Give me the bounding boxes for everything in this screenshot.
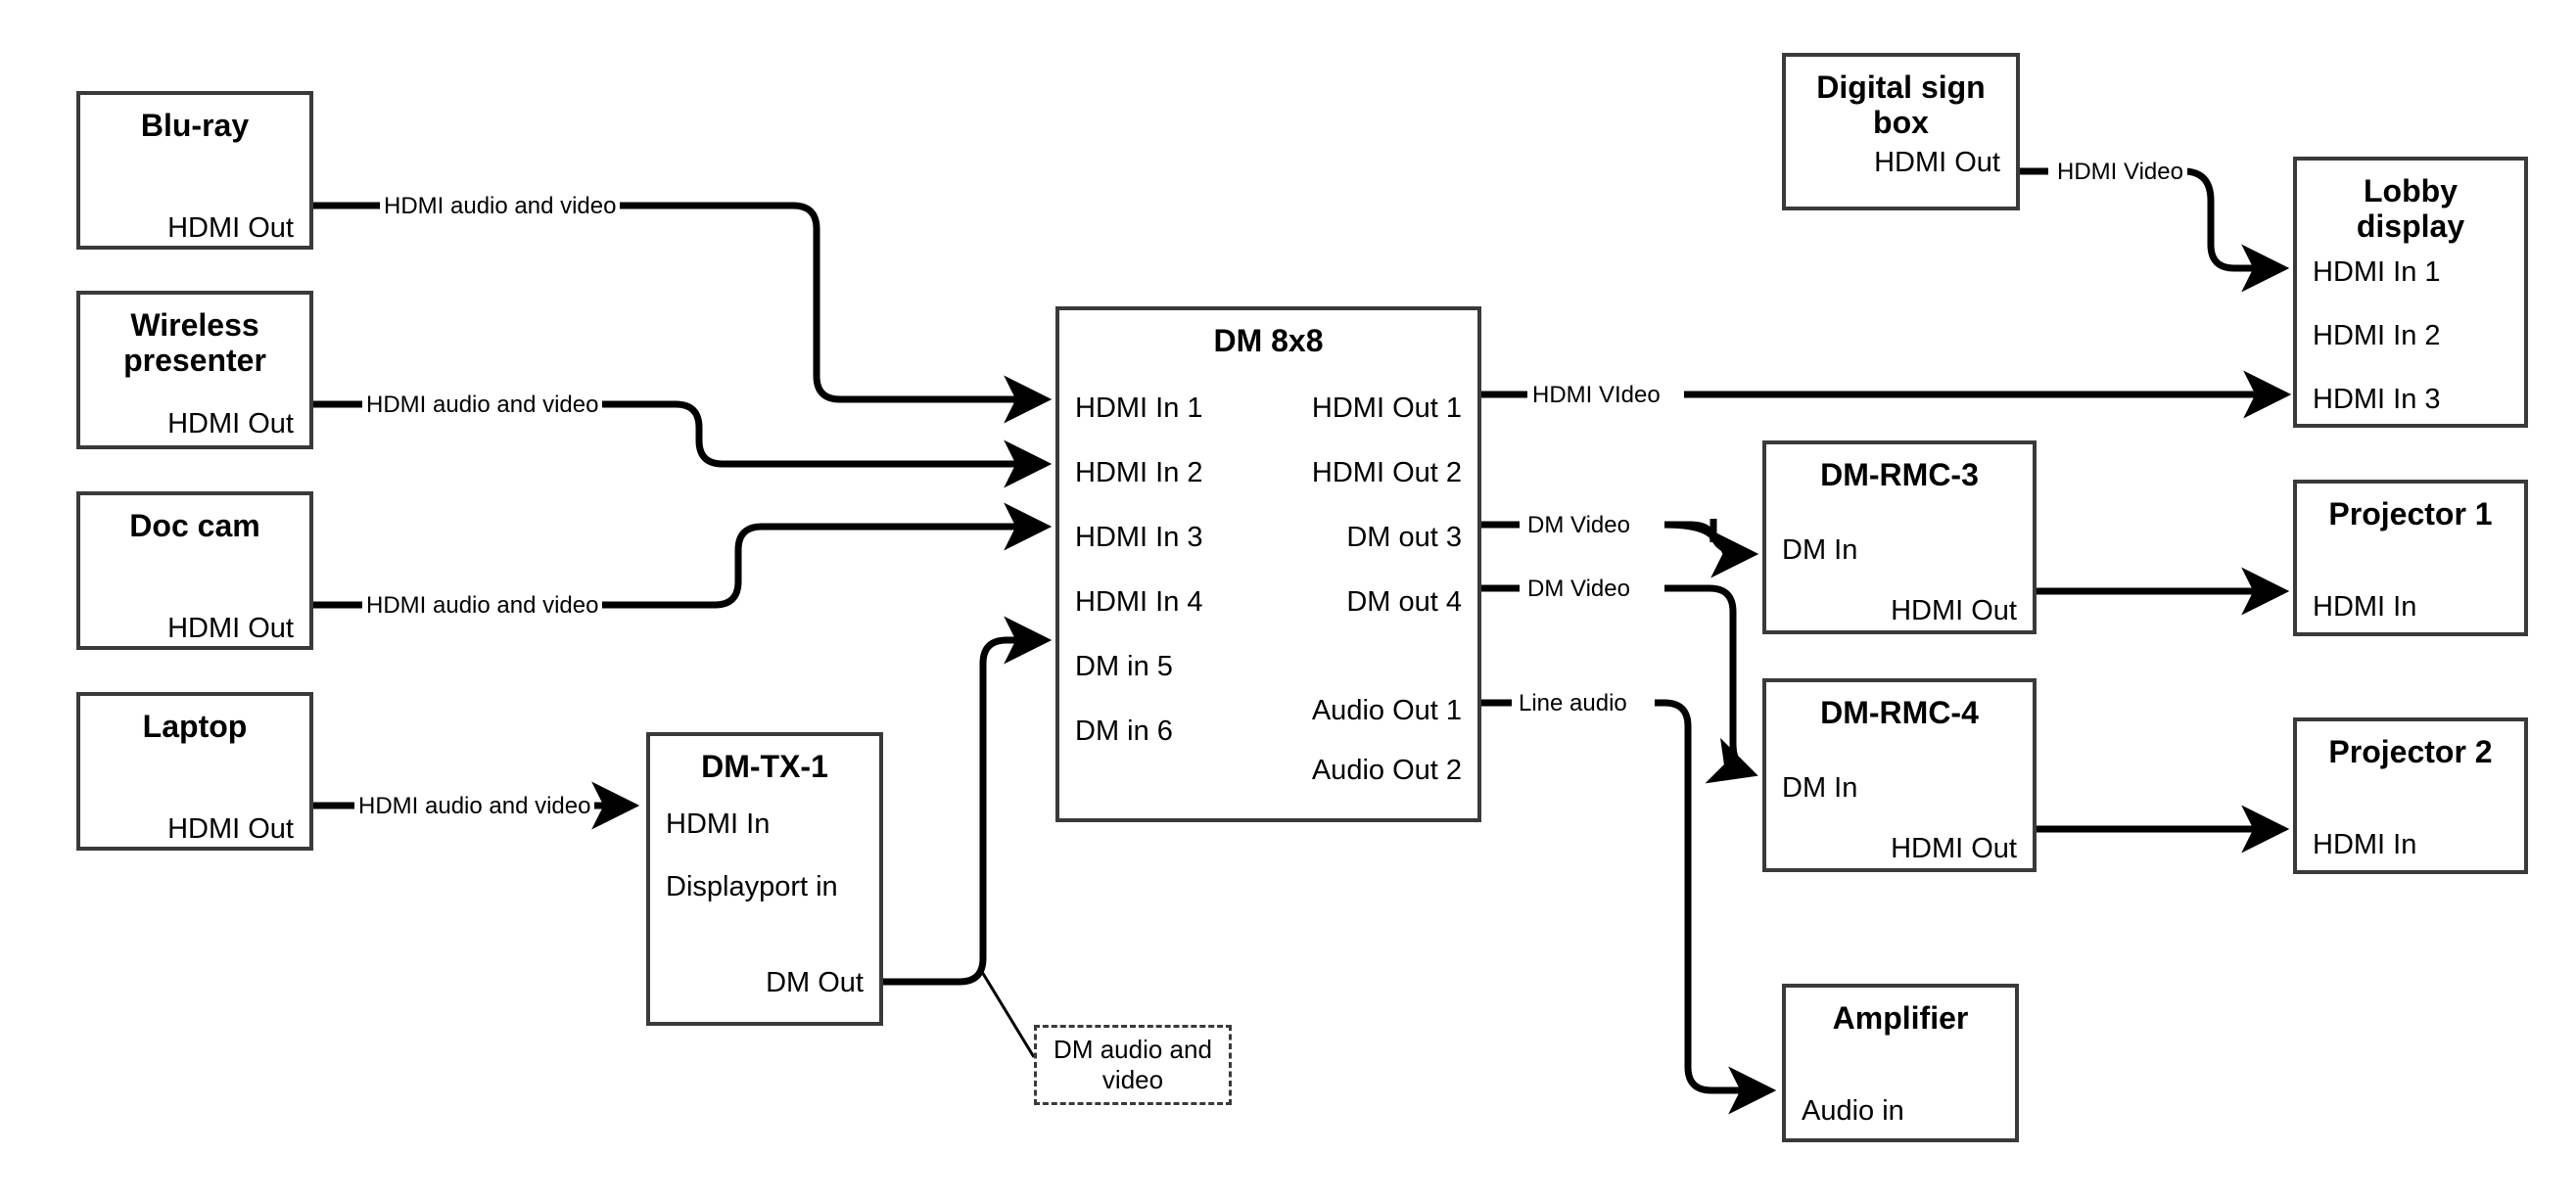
node-wireless-presenter[interactable]: Wireless presenter HDMI Out: [76, 291, 313, 449]
node-bluray-title: Blu-ray: [140, 108, 250, 143]
edge-label-dm-audio-to-amp: Line audio: [1515, 691, 1631, 716]
edge-label-wireless-to-dm: HDMI audio and video: [362, 393, 603, 418]
port-dm8x8-hdmi-out-1[interactable]: HDMI Out 1: [1311, 392, 1462, 424]
port-dm8x8-hdmi-in-3[interactable]: HDMI In 3: [1075, 521, 1203, 553]
node-wireless-presenter-ports: HDMI Out: [80, 379, 309, 445]
port-projector1-hdmi-in[interactable]: HDMI In: [2313, 590, 2417, 623]
port-lobby-hdmi-in-3[interactable]: HDMI In 3: [2313, 383, 2441, 415]
port-rmc3-hdmi-out[interactable]: HDMI Out: [1891, 594, 2017, 626]
node-dm-rmc-3[interactable]: DM-RMC-3 DM In HDMI Out: [1762, 440, 2037, 634]
node-laptop-title: Laptop: [142, 709, 248, 744]
node-projector-2-title: Projector 2: [2328, 734, 2493, 769]
node-dm-rmc-4-title: DM-RMC-4: [1820, 695, 1979, 730]
node-dm-8x8[interactable]: DM 8x8 HDMI In 1 HDMI In 2 HDMI In 3 HDM…: [1055, 306, 1481, 822]
node-doc-cam-ports: HDMI Out: [80, 544, 309, 646]
node-dm-tx-1-ports: HDMI In Displayport in DM Out: [650, 785, 879, 1022]
port-dm8x8-hdmi-in-4[interactable]: HDMI In 4: [1075, 585, 1203, 618]
node-lobby-display-title: Lobby display: [2356, 173, 2465, 244]
node-doc-cam-title: Doc cam: [129, 508, 260, 543]
node-projector-2-ports: HDMI In: [2297, 770, 2524, 870]
port-dm8x8-audio-out-1[interactable]: Audio Out 1: [1311, 694, 1462, 726]
edge-label-bluray-to-dm: HDMI audio and video: [380, 194, 621, 219]
node-projector-2[interactable]: Projector 2 HDMI In: [2293, 717, 2528, 874]
node-digital-sign-box-ports: HDMI Out: [1786, 141, 2016, 207]
port-dmtx1-displayport-in[interactable]: Displayport in: [666, 870, 838, 902]
edge-label-doccam-to-dm: HDMI audio and video: [362, 593, 603, 619]
port-digitalsign-hdmi-out[interactable]: HDMI Out: [1874, 146, 2000, 178]
node-projector-1-title: Projector 1: [2328, 496, 2493, 531]
callout-leader-line: [977, 966, 1036, 1058]
port-projector2-hdmi-in[interactable]: HDMI In: [2313, 828, 2417, 860]
node-laptop[interactable]: Laptop HDMI Out: [76, 692, 313, 851]
port-amplifier-audio-in[interactable]: Audio in: [1802, 1094, 1904, 1127]
port-dm8x8-audio-out-2[interactable]: Audio Out 2: [1311, 754, 1462, 786]
wire-dm-audio-to-amplifier: [1481, 699, 1768, 1090]
port-dm8x8-hdmi-out-2[interactable]: HDMI Out 2: [1311, 456, 1462, 488]
callout-dm-audio-and-video: DM audio and video: [1034, 1025, 1232, 1105]
port-dmtx1-dm-out[interactable]: DM Out: [766, 966, 864, 998]
edge-label-sign-to-lobby: HDMI Video: [2053, 160, 2187, 185]
node-dm-rmc-3-ports: DM In HDMI Out: [1766, 493, 2033, 630]
node-lobby-display[interactable]: Lobby display HDMI In 1 HDMI In 2 HDMI I…: [2293, 157, 2528, 428]
node-lobby-display-ports: HDMI In 1 HDMI In 2 HDMI In 3: [2297, 245, 2524, 424]
port-dm8x8-hdmi-in-2[interactable]: HDMI In 2: [1075, 456, 1203, 488]
port-dm8x8-dm-in-6[interactable]: DM in 6: [1075, 715, 1173, 747]
port-laptop-hdmi-out[interactable]: HDMI Out: [167, 812, 294, 845]
port-dm8x8-dm-in-5[interactable]: DM in 5: [1075, 650, 1173, 682]
node-digital-sign-box[interactable]: Digital sign box HDMI Out: [1782, 53, 2020, 210]
node-digital-sign-box-title: Digital sign box: [1816, 69, 1986, 140]
edge-label-dm-out1-to-lobby: HDMI VIdeo: [1528, 383, 1664, 408]
node-dm-rmc-3-title: DM-RMC-3: [1820, 457, 1979, 492]
node-dm-tx-1-title: DM-TX-1: [701, 749, 828, 784]
node-dm-tx-1[interactable]: DM-TX-1 HDMI In Displayport in DM Out: [646, 732, 883, 1026]
node-bluray[interactable]: Blu-ray HDMI Out: [76, 91, 313, 250]
node-doc-cam[interactable]: Doc cam HDMI Out: [76, 491, 313, 650]
port-dm8x8-dm-out-3[interactable]: DM out 3: [1346, 521, 1462, 553]
port-lobby-hdmi-in-1[interactable]: HDMI In 1: [2313, 255, 2441, 288]
node-dm-rmc-4[interactable]: DM-RMC-4 DM In HDMI Out: [1762, 678, 2037, 872]
node-projector-1-ports: HDMI In: [2297, 532, 2524, 632]
node-amplifier[interactable]: Amplifier Audio in: [1782, 984, 2019, 1142]
port-rmc4-hdmi-out[interactable]: HDMI Out: [1891, 832, 2017, 864]
node-amplifier-ports: Audio in: [1786, 1037, 2015, 1138]
port-wireless-hdmi-out[interactable]: HDMI Out: [167, 407, 294, 439]
port-dmtx1-hdmi-in[interactable]: HDMI In: [666, 808, 771, 840]
wire-bluray-to-dm-in1: [313, 202, 1053, 424]
node-laptop-ports: HDMI Out: [80, 745, 309, 847]
wire-doccam-to-dm-in3: [313, 502, 1053, 609]
node-dm-8x8-ports: HDMI In 1 HDMI In 2 HDMI In 3 HDMI In 4 …: [1059, 359, 1477, 818]
port-rmc4-dm-in[interactable]: DM In: [1782, 771, 1858, 804]
edge-label-laptop-to-tx: HDMI audio and video: [354, 794, 595, 819]
edge-label-dm-out4-to-rmc4: DM Video: [1523, 577, 1634, 602]
port-rmc3-dm-in[interactable]: DM In: [1782, 533, 1858, 566]
node-dm-rmc-4-ports: DM In HDMI Out: [1766, 731, 2033, 868]
wire-dm-out3-to-rmc3-tail: [1663, 521, 1759, 578]
wire-dmtx1-to-dm-in5: [883, 616, 1053, 986]
node-dm-8x8-title: DM 8x8: [1213, 323, 1324, 358]
wire-dm-out4-to-rmc4: [1481, 584, 1751, 773]
port-dm8x8-dm-out-4[interactable]: DM out 4: [1346, 585, 1462, 618]
wire-sign-to-lobby-in1: [2020, 167, 2281, 268]
port-doccam-hdmi-out[interactable]: HDMI Out: [167, 612, 294, 644]
node-bluray-ports: HDMI Out: [80, 144, 309, 246]
node-wireless-presenter-title: Wireless presenter: [123, 307, 266, 378]
edge-label-dm-out3-to-rmc3: DM Video: [1523, 513, 1634, 538]
port-lobby-hdmi-in-2[interactable]: HDMI In 2: [2313, 319, 2441, 351]
node-projector-1[interactable]: Projector 1 HDMI In: [2293, 480, 2528, 636]
wire-wireless-to-dm-in2: [313, 400, 1053, 488]
port-dm8x8-hdmi-in-1[interactable]: HDMI In 1: [1075, 392, 1203, 424]
node-amplifier-title: Amplifier: [1832, 1000, 1969, 1036]
port-bluray-hdmi-out[interactable]: HDMI Out: [167, 211, 294, 244]
